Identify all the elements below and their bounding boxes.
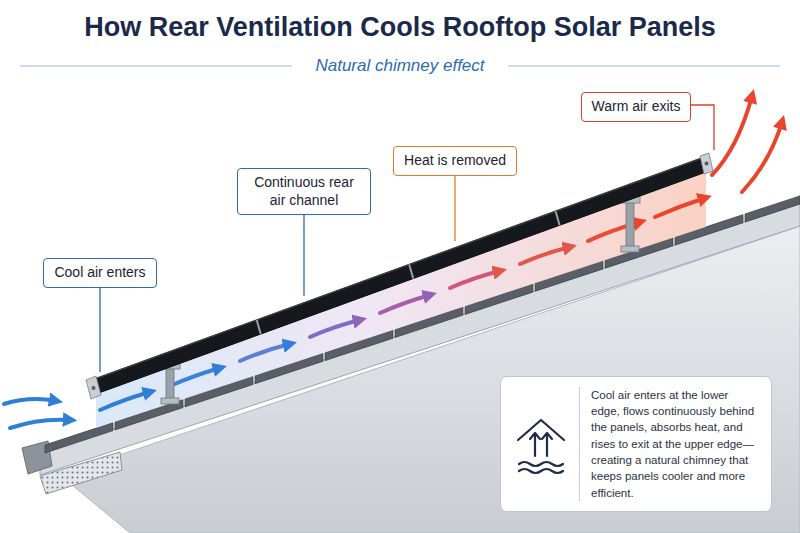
callout-text: Heat is removed (404, 152, 506, 170)
chimney-icon (513, 414, 569, 476)
airflow-arrow (100, 392, 150, 410)
airflow-arrow (655, 198, 705, 217)
leader-lines (100, 105, 714, 372)
airflow-arrow (450, 271, 500, 288)
icon-arrow (546, 434, 548, 456)
panel-end-cap (86, 376, 101, 399)
callout-box: Heat is removed (393, 146, 517, 176)
icon-arrowhead (530, 433, 540, 439)
solar-panel (86, 153, 713, 399)
callout-text: Continuous rear air channel (248, 174, 360, 209)
callout-box: Continuous rear air channel (237, 168, 371, 215)
roof-tile (745, 196, 800, 222)
icon-roof (518, 420, 564, 440)
mount-post (626, 200, 634, 248)
callout-box: Cool air enters (43, 258, 156, 288)
airflow-arrow (520, 247, 570, 264)
info-box: Cool air enters at the lower edge, flows… (500, 376, 772, 512)
airflow-arrow (10, 420, 70, 428)
callout-text: Cool air enters (54, 264, 145, 282)
mount-post (166, 366, 174, 400)
icon-arrowhead (542, 433, 552, 439)
panel-end-bolt (705, 162, 709, 166)
panel-end-bolt (92, 386, 96, 390)
panel-seam (257, 320, 261, 334)
icon-wave (519, 469, 563, 473)
roof-tile (45, 423, 113, 453)
callout-text: Warm air exits (592, 98, 681, 116)
airflow-arrow (240, 344, 290, 361)
panel-seam (556, 211, 560, 225)
soffit-vent (40, 452, 122, 494)
mounting-posts (160, 196, 640, 404)
mount-foot (161, 398, 179, 404)
icon-arrow (534, 434, 536, 456)
diagram-title: How Rear Ventilation Cools Rooftop Solar… (84, 12, 716, 43)
subtitle-rule (508, 65, 780, 66)
airflow-arrow (742, 122, 782, 192)
panel-end-cap (700, 153, 713, 174)
airflow-arrow (310, 320, 360, 337)
airflow-arrow (712, 96, 752, 175)
panel-body (92, 158, 706, 394)
subtitle: Natural chimney effect (315, 56, 484, 76)
icon-wave (519, 462, 563, 466)
panel-edge (92, 158, 702, 380)
airflow-arrow (170, 368, 220, 386)
panel-seam (409, 265, 413, 279)
subtitle-rule (20, 65, 292, 66)
callout-box: Warm air exits (581, 92, 692, 122)
mount-foot (621, 246, 639, 252)
info-text: Cool air enters at the lower edge, flows… (579, 387, 759, 501)
airflow-arrow (4, 399, 56, 404)
airflow-arrow (380, 295, 430, 313)
